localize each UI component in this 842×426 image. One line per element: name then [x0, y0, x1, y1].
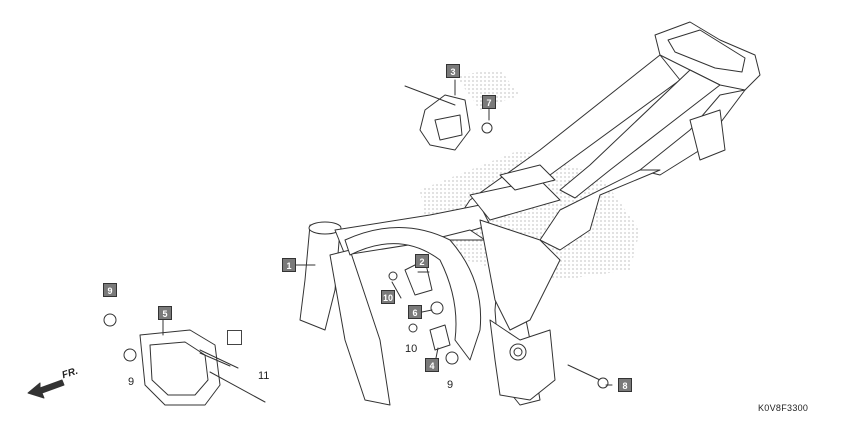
front-arrow-icon: [27, 379, 65, 399]
label-9-left: 9: [128, 376, 135, 388]
side-plate: [103, 313, 266, 406]
main-frame: [299, 21, 761, 406]
label-10: 10: [405, 343, 418, 355]
callout-2: 2: [415, 254, 429, 268]
callout-9: 9: [103, 283, 117, 297]
callout-10: 10: [381, 290, 395, 304]
callout-5: 5: [158, 306, 172, 320]
callout-7: 7: [482, 95, 496, 109]
callout-6: 6: [408, 305, 422, 319]
diagram-code: K0V8F3300: [758, 403, 809, 413]
callout-8: 8: [618, 378, 632, 392]
callout-3: 3: [446, 64, 460, 78]
callout-1: 1: [282, 258, 296, 272]
bracket-4: [429, 324, 451, 351]
callout-blank: [227, 330, 242, 345]
label-11: 11: [258, 370, 270, 382]
bolt-8: [567, 364, 601, 381]
upper-bracket: [404, 85, 493, 151]
nut-9-right: [445, 351, 459, 365]
callout-4: 4: [425, 358, 439, 372]
collar-6: [430, 301, 444, 315]
label-9-right: 9: [447, 379, 454, 391]
